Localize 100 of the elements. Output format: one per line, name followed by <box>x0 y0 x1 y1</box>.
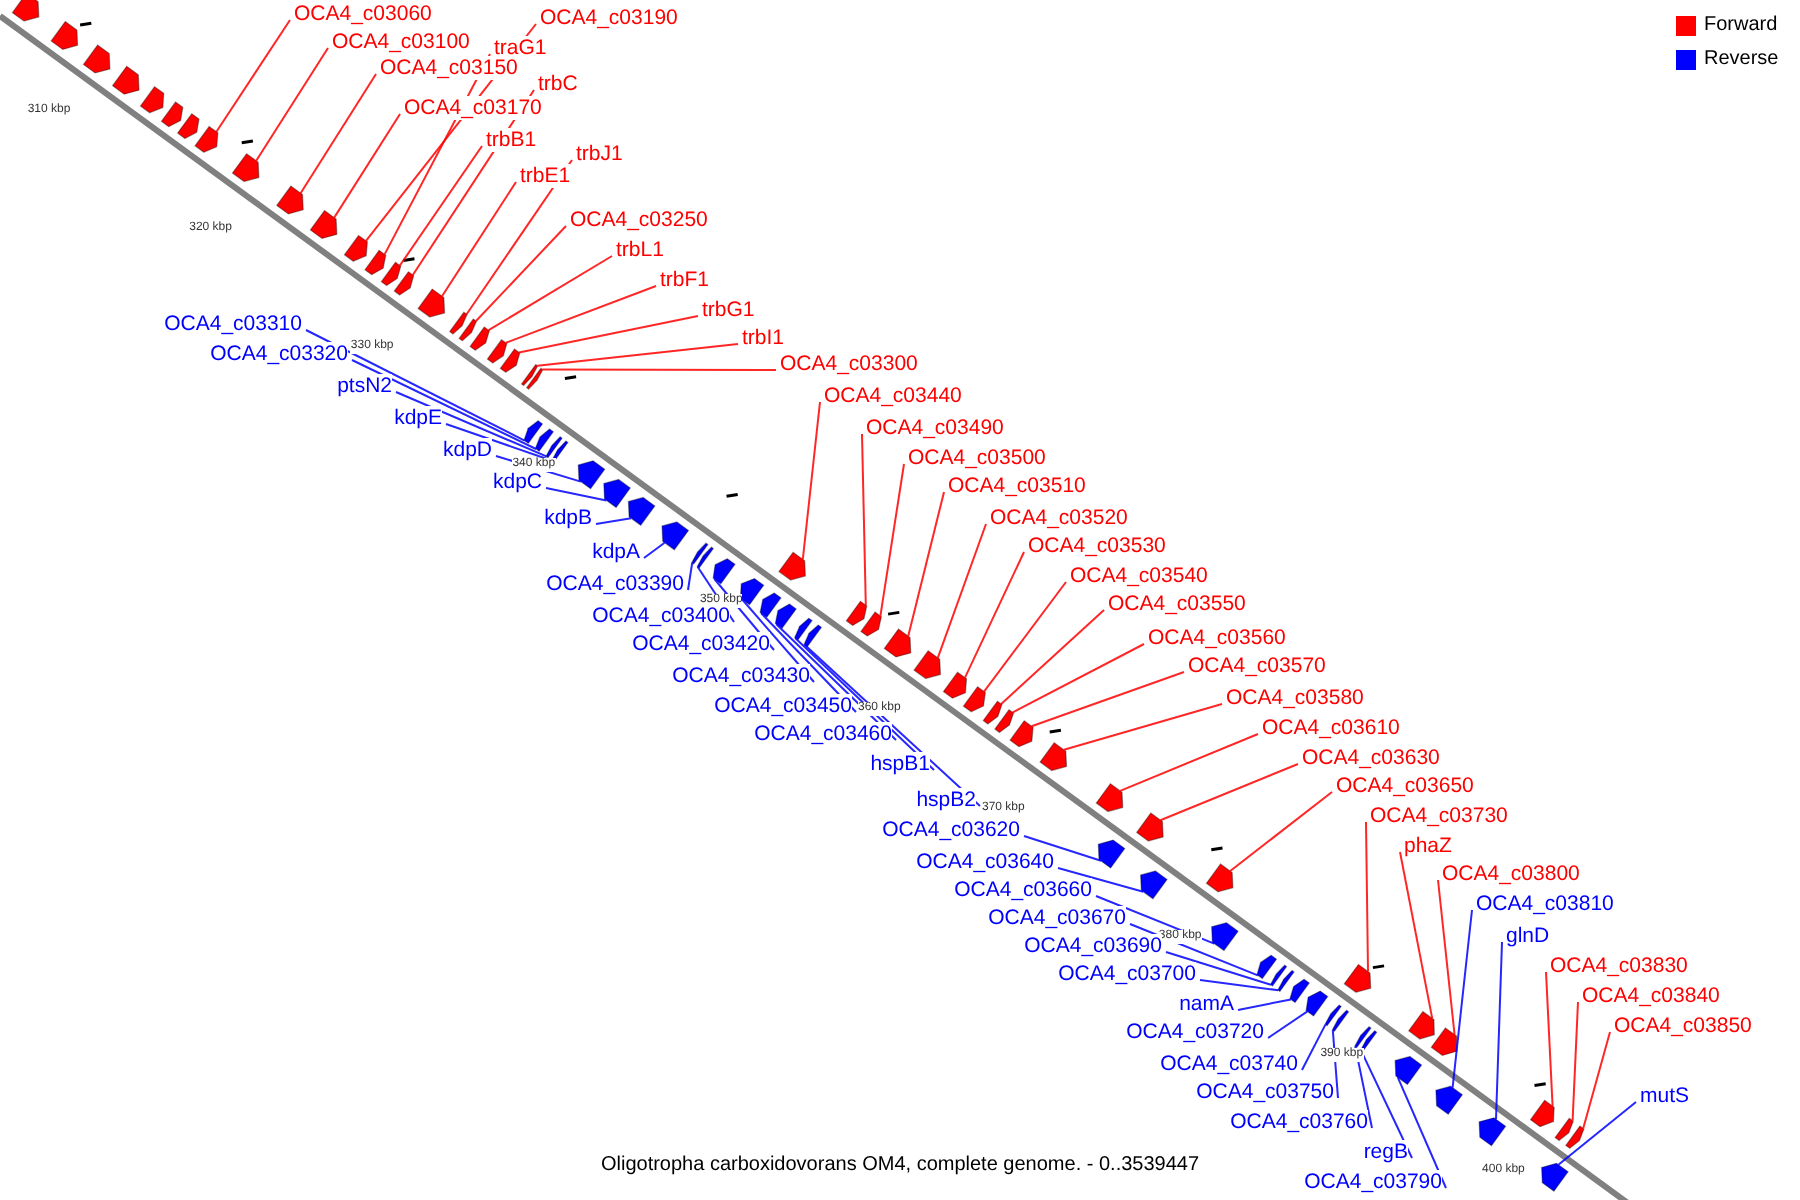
gene-label: OCA4_c03620 <box>882 818 1020 842</box>
leader-line <box>983 581 1067 693</box>
gene-symbol <box>520 363 539 387</box>
gene-label: glnD <box>1506 924 1550 948</box>
gene-symbol <box>343 234 368 262</box>
leader-line <box>475 225 567 322</box>
gene-symbol <box>778 551 806 581</box>
gene-symbol <box>1277 969 1295 993</box>
gene-symbol <box>1407 1010 1435 1040</box>
gene-label: OCA4_c03700 <box>1058 962 1196 986</box>
gene-label: OCA4_c03450 <box>714 694 852 718</box>
leader-line <box>1437 879 1456 1036</box>
gene-symbol <box>11 0 40 22</box>
gene-label: kdpB <box>544 506 592 530</box>
leader-line <box>1399 851 1434 1020</box>
gene-label: OCA4_c03500 <box>908 446 1046 470</box>
gene-label: OCA4_c03100 <box>332 30 470 54</box>
gene-symbol <box>1256 954 1278 980</box>
gene-label: OCA4_c03790 <box>1304 1170 1442 1194</box>
gene-label: OCA4_c03430 <box>672 664 810 688</box>
leader-line <box>215 19 291 133</box>
leader-line <box>1030 671 1185 728</box>
gene-symbol <box>50 20 79 51</box>
gene-symbol <box>845 600 868 627</box>
gene-label: ptsN2 <box>337 374 392 398</box>
leader-line <box>794 637 935 771</box>
gene-label: trbB1 <box>486 128 537 152</box>
gene-label: OCA4_c03520 <box>990 506 1128 530</box>
leader-line <box>595 517 632 525</box>
gene-label: OCA4_c03400 <box>592 604 730 628</box>
leader-line <box>351 359 537 450</box>
gene-label: trbF1 <box>660 268 710 292</box>
gene-label: mutS <box>1640 1084 1690 1108</box>
gene-symbol <box>860 611 883 637</box>
gene-symbol <box>1324 1004 1343 1027</box>
gene-label: OCA4_c03750 <box>1196 1080 1334 1104</box>
leader-line <box>398 145 483 267</box>
leader-line <box>936 523 987 659</box>
leader-line <box>1057 867 1145 893</box>
leader-line <box>1495 941 1503 1121</box>
gene-symbol <box>139 85 165 114</box>
gene-symbol <box>712 558 736 585</box>
gene-symbol <box>82 44 111 74</box>
gene-symbol <box>448 311 468 335</box>
leader-line <box>1267 1010 1309 1039</box>
gene-symbol <box>1097 839 1126 869</box>
gene-label: OCA4_c03830 <box>1550 954 1688 978</box>
gene-label: trbC <box>538 72 578 96</box>
gene-symbol <box>603 478 632 509</box>
gene-label: OCA4_c03580 <box>1226 686 1364 710</box>
gene-label: trbL1 <box>616 238 664 262</box>
gene-label: kdpA <box>592 540 640 564</box>
gene-symbol <box>194 125 219 153</box>
gene-label: hspB2 <box>916 788 976 812</box>
leader-line <box>1237 998 1292 1011</box>
gene-symbol <box>1331 1009 1350 1032</box>
gene-symbol <box>1205 863 1234 893</box>
gene-label: OCA4_c03690 <box>1024 934 1162 958</box>
gene-symbol <box>231 152 260 183</box>
gene-symbol <box>1211 922 1239 952</box>
gene-symbol <box>417 288 446 318</box>
gene-label: OCA4_c03540 <box>1070 564 1208 588</box>
gene-label: kdpD <box>442 438 492 462</box>
gene-symbol <box>1430 1027 1458 1057</box>
gene-label: OCA4_c03390 <box>546 572 684 596</box>
gene-symbol <box>309 209 338 240</box>
leader-line <box>907 491 945 638</box>
gene-symbol <box>1478 1117 1507 1147</box>
gene-label: OCA4_c03800 <box>1442 862 1580 886</box>
leader-line <box>1023 835 1102 862</box>
leader-line <box>801 401 821 561</box>
gene-label: OCA4_c03300 <box>780 352 918 376</box>
gene-label: OCA4_c03640 <box>916 850 1054 874</box>
gene-symbol <box>1359 1030 1378 1053</box>
leader-line <box>1301 1023 1327 1071</box>
gene-label: OCA4_c03490 <box>866 416 1004 440</box>
gene-label: traG1 <box>494 36 547 60</box>
gene-symbol <box>759 592 782 619</box>
gene-symbol <box>393 270 415 296</box>
gene-symbol <box>1394 1055 1423 1086</box>
leader-line <box>740 598 815 683</box>
gene-label: OCA4_c03190 <box>540 6 678 30</box>
gene-label: OCA4_c03650 <box>1336 774 1474 798</box>
gene-label: OCA4_c03610 <box>1262 716 1400 740</box>
gene-symbol <box>577 460 606 490</box>
gene-symbol <box>942 671 968 699</box>
gene-label: OCA4_c03530 <box>1028 534 1166 558</box>
gene-label: trbI1 <box>742 326 785 350</box>
gene-label: OCA4_c03560 <box>1148 626 1286 650</box>
gene-symbol <box>1343 963 1372 993</box>
gene-symbol <box>486 338 508 364</box>
gene-label: hspB1 <box>870 752 930 776</box>
leader-line <box>1129 923 1259 977</box>
leader-line <box>333 113 401 219</box>
gene-symbol <box>364 249 387 276</box>
leader-line <box>687 561 694 591</box>
leader-line <box>1571 1001 1579 1122</box>
gene-symbol <box>458 318 478 342</box>
leader-line <box>1095 895 1216 945</box>
gene-symbol <box>994 708 1015 734</box>
